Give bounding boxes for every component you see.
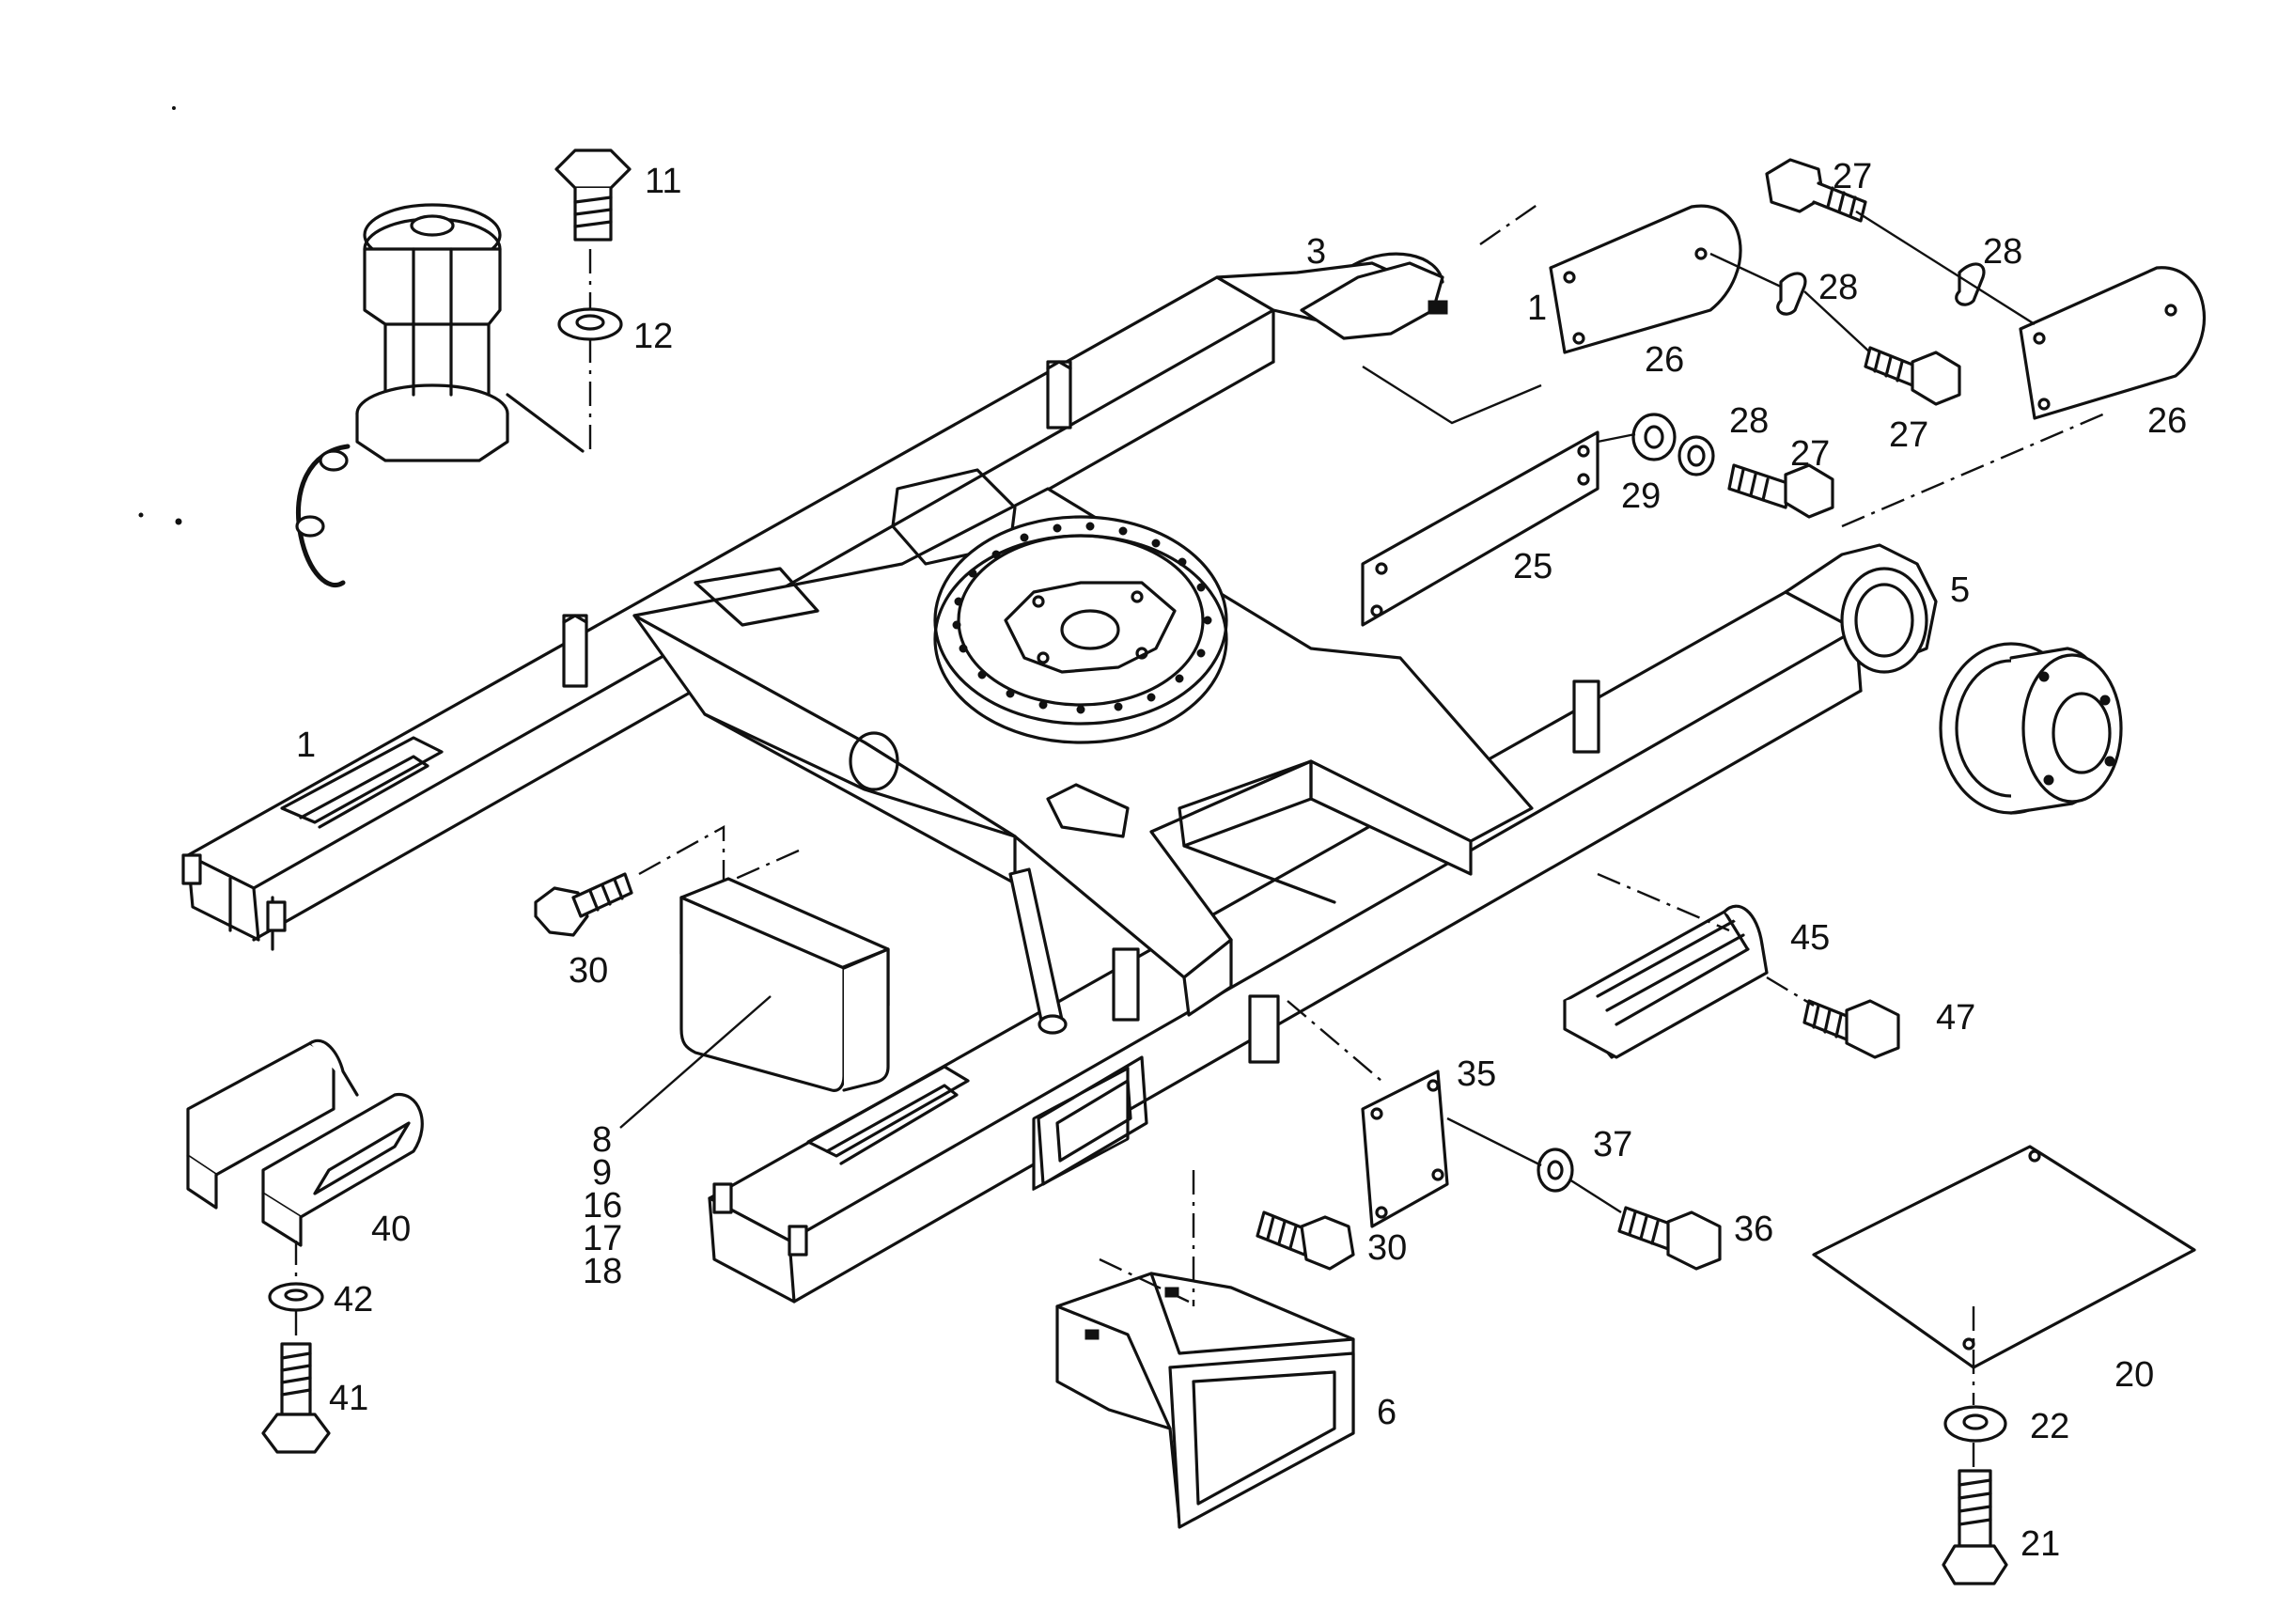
- label-37: 37: [1593, 1125, 1632, 1164]
- label-26-upper: 26: [1645, 340, 1684, 380]
- label-40: 40: [371, 1210, 411, 1249]
- label-28-right: 28: [1983, 232, 2022, 272]
- side-plate-25: [1361, 430, 1599, 627]
- label-45: 45: [1790, 918, 1830, 958]
- bolt-27b: [1864, 346, 1961, 406]
- label-11: 11: [645, 162, 681, 201]
- bolt-41: [261, 1342, 331, 1454]
- washer-22: [1943, 1405, 2007, 1443]
- label-17: 17: [583, 1219, 622, 1258]
- label-9: 9: [592, 1153, 612, 1193]
- label-47: 47: [1936, 998, 1975, 1038]
- label-27-top: 27: [1833, 157, 1872, 196]
- washer-42: [268, 1282, 324, 1312]
- label-1-left: 1: [296, 726, 316, 765]
- label-29: 29: [1621, 476, 1661, 516]
- label-21: 21: [2021, 1524, 2060, 1564]
- label-22: 22: [2030, 1407, 2069, 1446]
- label-30-right: 30: [1367, 1228, 1407, 1268]
- rear-bracket: [1300, 261, 1448, 340]
- swing-bearing-ring: [933, 515, 1228, 744]
- label-42: 42: [334, 1280, 373, 1320]
- left-track-frame-side: [186, 853, 260, 942]
- floor-plate-20: [1812, 1145, 2196, 1369]
- bolt-21: [1942, 1469, 2008, 1585]
- washer-12: [557, 307, 623, 341]
- final-drive-hub: [1939, 642, 2123, 815]
- swivel-joint: [295, 203, 585, 587]
- bolt-11: [554, 148, 632, 242]
- guide-40: [186, 1038, 424, 1247]
- label-41: 41: [329, 1379, 368, 1418]
- label-18: 18: [583, 1252, 622, 1291]
- label-3: 3: [1306, 232, 1326, 272]
- label-25: 25: [1513, 547, 1552, 586]
- cover-box-8: [679, 877, 890, 1092]
- part-number-labels: 11 12 3 1 26 27 28 28 27 26 29 28 27 25 …: [296, 157, 2187, 1564]
- bolt-30a: [534, 872, 633, 937]
- label-35: 35: [1457, 1054, 1496, 1094]
- label-30-left: 30: [569, 951, 608, 991]
- label-27-lower: 27: [1790, 434, 1830, 474]
- label-8: 8: [592, 1120, 612, 1160]
- main-frame: [181, 252, 1938, 1304]
- frame-lugs: [562, 360, 1600, 1022]
- label-5: 5: [1950, 570, 1970, 610]
- label-28-lower: 28: [1729, 401, 1769, 441]
- car-body-front-face: [632, 614, 1017, 838]
- bolt-47: [1802, 999, 1900, 1059]
- guard-45: [1563, 904, 1769, 1059]
- clip-28a: [1776, 272, 1807, 316]
- label-27-middle: 27: [1889, 415, 1928, 455]
- bolt-30b: [1256, 1210, 1355, 1271]
- bolt-27c: [1727, 463, 1834, 519]
- hopper-6: [1055, 1272, 1355, 1529]
- label-16: 16: [583, 1186, 622, 1226]
- washer-29: [1631, 413, 1677, 461]
- cover-plate-35: [1361, 1070, 1449, 1228]
- cover-plate-26a: [1549, 204, 1742, 354]
- washer-28c: [1677, 435, 1715, 476]
- label-28-left: 28: [1818, 268, 1858, 307]
- cover-plate-26b: [2019, 266, 2206, 420]
- label-20: 20: [2114, 1355, 2154, 1395]
- bolt-36: [1617, 1206, 1722, 1271]
- label-1-upper: 1: [1527, 289, 1547, 328]
- washer-37: [1537, 1148, 1574, 1193]
- label-12: 12: [633, 317, 673, 356]
- label-26-right: 26: [2147, 401, 2187, 441]
- label-36: 36: [1734, 1210, 1773, 1249]
- label-6: 6: [1377, 1393, 1396, 1432]
- bolt-27a: [1765, 158, 1867, 223]
